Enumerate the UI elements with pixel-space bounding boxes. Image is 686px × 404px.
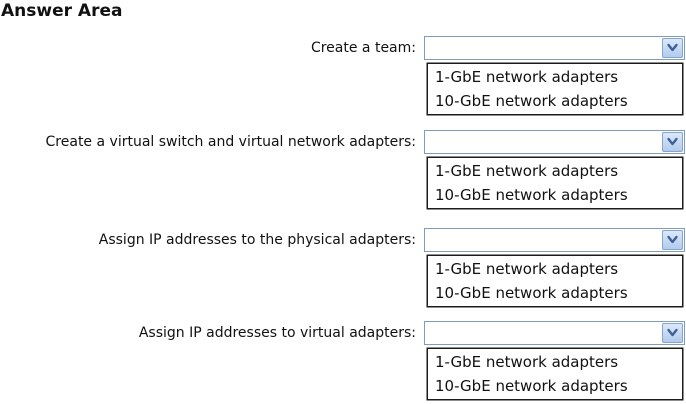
dropdown-value[interactable] <box>429 37 658 59</box>
question-label: Create a virtual switch and virtual netw… <box>45 134 416 150</box>
dropdown-ip-virtual[interactable] <box>424 321 685 345</box>
chevron-down-icon <box>667 137 678 146</box>
chevron-down-icon <box>667 235 678 244</box>
question-row-ip-virtual: Assign IP addresses to virtual adapters:… <box>0 321 686 400</box>
question-row-ip-physical: Assign IP addresses to the physical adap… <box>0 228 686 307</box>
dropdown-create-team[interactable] <box>424 36 685 60</box>
question-label: Create a team: <box>310 40 416 56</box>
options-list: 1-GbE network adapters 10-GbE network ad… <box>427 255 683 307</box>
dropdown-virtual-switch[interactable] <box>424 130 685 154</box>
option-item[interactable]: 1-GbE network adapters <box>435 353 619 371</box>
dropdown-value[interactable] <box>429 131 658 153</box>
dropdown-ip-physical[interactable] <box>424 228 685 252</box>
options-list: 1-GbE network adapters 10-GbE network ad… <box>427 157 683 209</box>
dropdown-button[interactable] <box>662 230 683 250</box>
option-item[interactable]: 10-GbE network adapters <box>435 284 628 302</box>
question-label: Assign IP addresses to virtual adapters: <box>138 325 416 341</box>
options-list: 1-GbE network adapters 10-GbE network ad… <box>427 348 683 400</box>
chevron-down-icon <box>667 328 678 337</box>
dropdown-button[interactable] <box>662 323 683 343</box>
dropdown-value[interactable] <box>429 229 658 251</box>
dropdown-button[interactable] <box>662 38 683 58</box>
option-item[interactable]: 1-GbE network adapters <box>435 68 619 86</box>
question-row-virtual-switch: Create a virtual switch and virtual netw… <box>0 130 686 209</box>
page-title: Answer Area <box>1 1 123 21</box>
option-item[interactable]: 1-GbE network adapters <box>435 260 619 278</box>
option-item[interactable]: 10-GbE network adapters <box>435 377 628 395</box>
question-row-create-team: Create a team: 1-GbE network adapters 10… <box>0 36 686 115</box>
dropdown-value[interactable] <box>429 322 658 344</box>
chevron-down-icon <box>667 43 678 52</box>
question-label: Assign IP addresses to the physical adap… <box>98 232 416 248</box>
dropdown-button[interactable] <box>662 132 683 152</box>
option-item[interactable]: 10-GbE network adapters <box>435 186 628 204</box>
option-item[interactable]: 1-GbE network adapters <box>435 162 619 180</box>
options-list: 1-GbE network adapters 10-GbE network ad… <box>427 63 683 115</box>
option-item[interactable]: 10-GbE network adapters <box>435 92 628 110</box>
